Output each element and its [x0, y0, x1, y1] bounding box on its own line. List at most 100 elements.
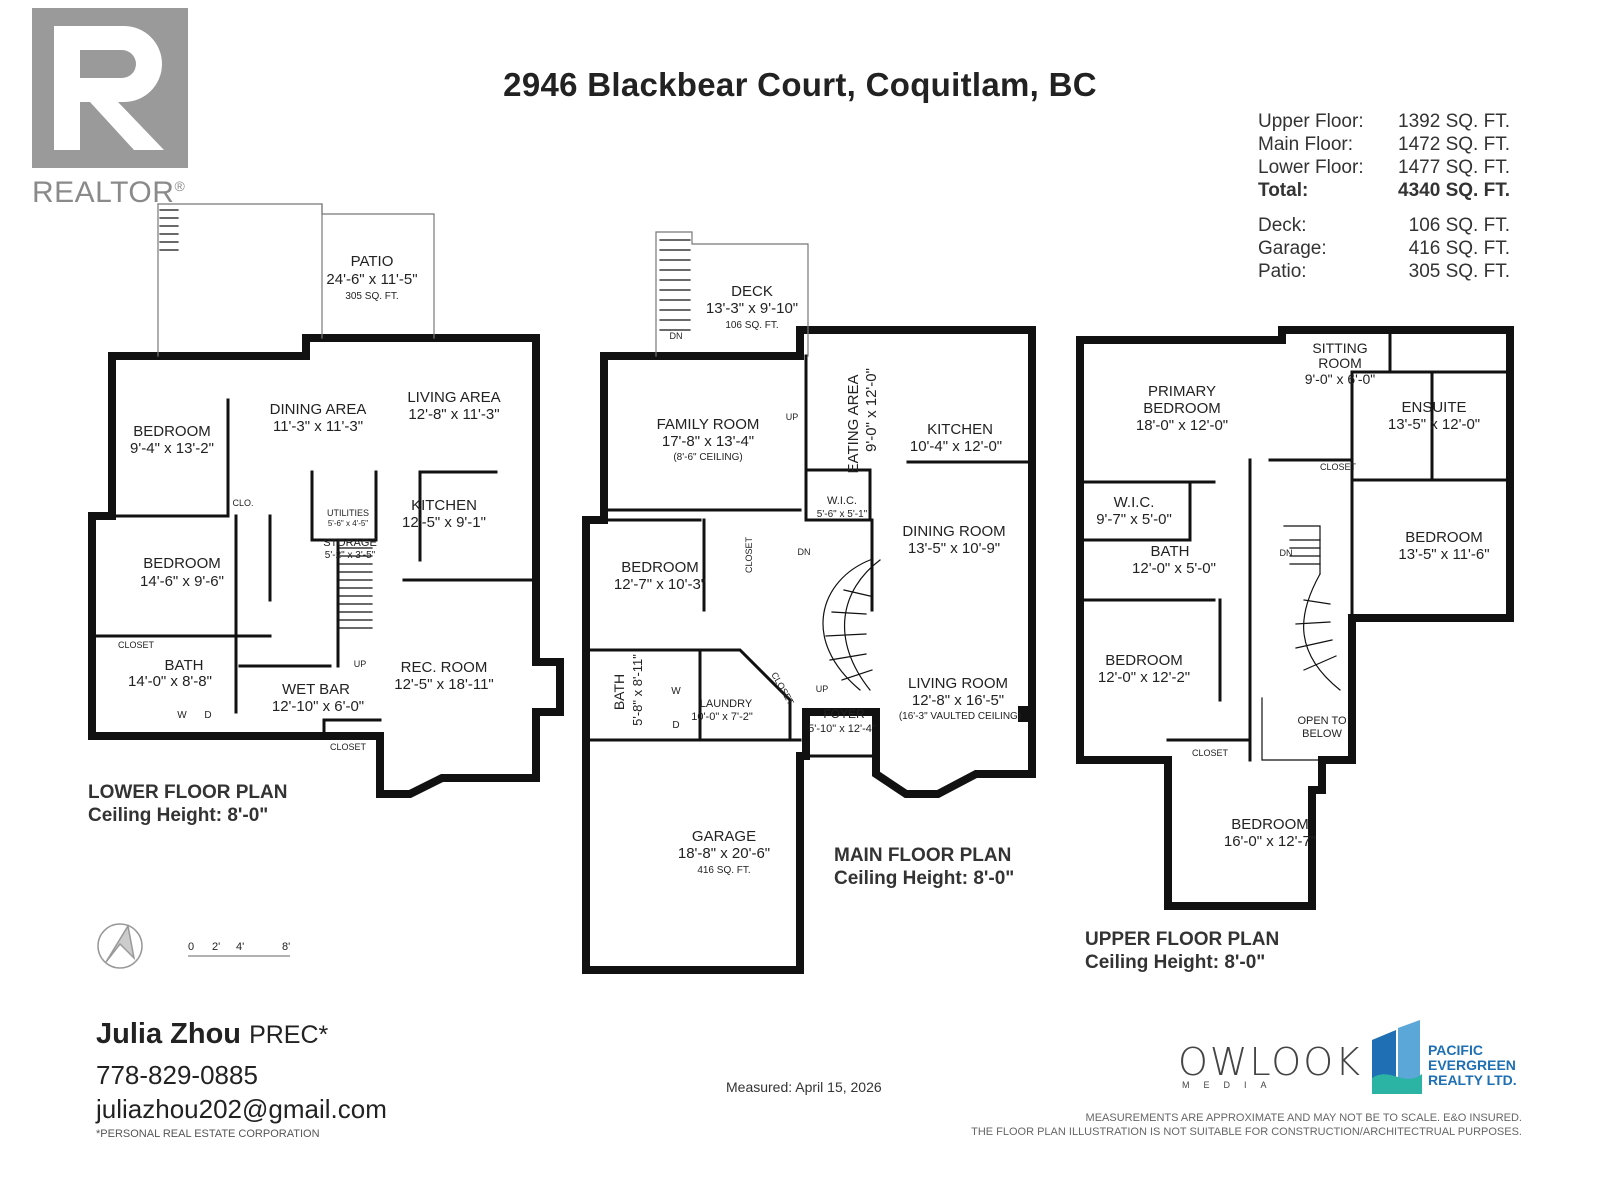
disclaimer-line: THE FLOOR PLAN ILLUSTRATION IS NOT SUITA…	[971, 1126, 1522, 1138]
garage-name: GARAGE	[692, 828, 756, 845]
lower-floor-interior	[90, 398, 538, 738]
sitting-name: SITTING	[1312, 340, 1367, 356]
disclaimer-line: MEASUREMENTS ARE APPROXIMATE AND MAY NOT…	[1085, 1112, 1522, 1124]
main-bath-dim: 5'-8" x 8'-11"	[630, 654, 645, 726]
sitting-dim: 9'-0" x 6'-0"	[1305, 371, 1376, 387]
eating-area-name: EATING AREA	[845, 375, 862, 474]
deck-outline	[655, 231, 809, 357]
deck-dim: 13'-3" x 9'-10"	[706, 300, 798, 317]
agent-name: Julia Zhou	[96, 1018, 241, 1050]
scale-label: 8'	[282, 941, 290, 953]
primary-name2: BEDROOM	[1143, 400, 1221, 417]
upper-floor-caption: UPPER FLOOR PLAN Ceiling Height: 8'-0"	[1085, 928, 1279, 974]
patio-name: PATIO	[351, 253, 394, 270]
deck-sqft: 106 SQ. FT.	[725, 320, 778, 331]
lower-stairs	[159, 209, 373, 629]
extra-row: Garage: 416 SQ. FT.	[1258, 237, 1510, 260]
agent-suffix: PREC*	[249, 1021, 329, 1049]
extra-value: 106 SQ. FT.	[1408, 215, 1510, 236]
wetbar-name: WET BAR	[282, 681, 350, 698]
lower-dining-name: DINING AREA	[270, 401, 367, 418]
area-row: Main Floor:1472 SQ. FT.	[1258, 133, 1510, 156]
ensuite-name: ENSUITE	[1401, 399, 1466, 416]
lower-room-labels: PATIO 24'-6" x 11'-5" 305 SQ. FT. BEDROO…	[118, 253, 501, 752]
extra-row: Deck: 106 SQ. FT.	[1258, 214, 1510, 237]
lower-bedroom1-dim: 9'-4" x 13'-2"	[130, 440, 214, 457]
main-dn-label: DN	[798, 547, 811, 557]
extra-value: 416 SQ. FT.	[1408, 238, 1510, 259]
extra-row: Patio:305 SQ. FT.	[1258, 260, 1510, 283]
main-floor-interior	[584, 354, 1034, 758]
main-washer-label: W	[671, 686, 681, 697]
scale-label: 4'	[236, 941, 244, 953]
storage-name: STORAGE	[323, 537, 377, 549]
brokerage-line: EVERGREEN	[1428, 1057, 1516, 1073]
family-room-dim: 17'-8" x 13'-4"	[662, 433, 754, 450]
deck-name: DECK	[731, 283, 773, 300]
area-total-row: Total:4340 SQ. FT.	[1258, 179, 1510, 202]
upper-stairs	[1261, 525, 1353, 761]
lower-bath-name: BATH	[165, 657, 204, 674]
upper-bedroom-right-name: BEDROOM	[1405, 529, 1483, 546]
extra-value: 305 SQ. FT.	[1408, 261, 1510, 282]
agent-note: *PERSONAL REAL ESTATE CORPORATION	[96, 1128, 320, 1140]
realtor-logo	[32, 8, 192, 208]
sitting-name2: ROOM	[1318, 355, 1362, 371]
primary-name: PRIMARY	[1148, 383, 1216, 400]
garage-dim: 18'-8" x 20'-6"	[678, 845, 770, 862]
area-label: Upper Floor:	[1258, 111, 1364, 132]
main-living-note: (16'-3" VAULTED CEILING)	[899, 711, 1021, 722]
area-row: Lower Floor: 1477 SQ. FT.	[1258, 156, 1510, 179]
upper-closet-label: CLOSET	[1320, 462, 1357, 472]
patio-outline	[157, 203, 435, 357]
main-living-name: LIVING ROOM	[908, 675, 1008, 692]
lower-closet-label: CLOSET	[330, 742, 367, 752]
extra-label: Deck:	[1258, 215, 1307, 236]
lower-up-label: UP	[354, 659, 367, 669]
main-bath-name: BATH	[611, 674, 627, 710]
lower-floor-walls	[88, 334, 564, 798]
open-to-below-1: OPEN TO	[1297, 715, 1347, 727]
eating-area-dim: 9'-0" x 12'-0"	[863, 368, 880, 452]
washer-label: W	[177, 710, 187, 721]
scale-label: 2'	[212, 941, 220, 953]
area-summary: Upper Floor: 1392 SQ. FT. Main Floor:1472…	[1258, 110, 1510, 283]
lower-living-name: LIVING AREA	[407, 389, 500, 406]
lower-kitchen-name: KITCHEN	[411, 497, 477, 514]
dining-room-name: DINING ROOM	[902, 523, 1005, 540]
laundry-name: LAUNDRY	[700, 698, 753, 710]
area-value: 4340 SQ. FT.	[1398, 180, 1510, 201]
storage-dim: 5'-2" x 3'-5"	[325, 550, 376, 561]
area-value: 1477 SQ. FT.	[1398, 157, 1510, 178]
main-dryer-label: D	[672, 720, 679, 731]
deck-dn-label: DN	[670, 331, 683, 341]
lower-bedroom1-name: BEDROOM	[133, 423, 211, 440]
area-label: Lower Floor:	[1258, 157, 1364, 178]
main-up-label: UP	[786, 412, 799, 422]
agent-email[interactable]: juliazhou202@gmail.com	[96, 1094, 387, 1124]
measured-date: Measured: April 15, 2026	[726, 1079, 882, 1095]
upper-wic-name: W.I.C.	[1114, 494, 1155, 511]
owlook-sub: MEDIA	[1182, 1080, 1281, 1090]
upper-bedroom-left-dim: 12'-0" x 12'-2"	[1098, 669, 1190, 686]
family-room-name: FAMILY ROOM	[657, 416, 760, 433]
agent-phone[interactable]: 778-829-0885	[96, 1060, 258, 1090]
foyer-name: FOYER	[823, 707, 865, 721]
main-living-dim: 12'-8" x 16'-5"	[912, 692, 1004, 709]
main-stairs	[659, 239, 881, 691]
dryer-label: D	[204, 710, 211, 721]
area-value: 1392 SQ. FT.	[1398, 111, 1510, 132]
upper-floor-interior	[1078, 328, 1512, 762]
patio-sqft: 305 SQ. FT.	[345, 291, 398, 302]
dining-room-dim: 13'-5" x 10'-9"	[908, 540, 1000, 557]
lower-kitchen-dim: 12'-5" x 9'-1"	[402, 514, 486, 531]
utilities-dim: 5'-6" x 4'-5"	[328, 519, 368, 528]
extra-label: Garage:	[1258, 238, 1327, 259]
main-ceiling-height: Ceiling Height: 8'-0"	[834, 868, 1015, 889]
upper-closet-label: CLOSET	[1192, 748, 1229, 758]
area-value: 1472 SQ. FT.	[1398, 134, 1510, 155]
lower-living-dim: 12'-8" x 11'-3"	[408, 406, 499, 423]
realtor-wordmark: REALTOR®	[32, 176, 185, 210]
open-to-below-2: BELOW	[1302, 728, 1342, 740]
